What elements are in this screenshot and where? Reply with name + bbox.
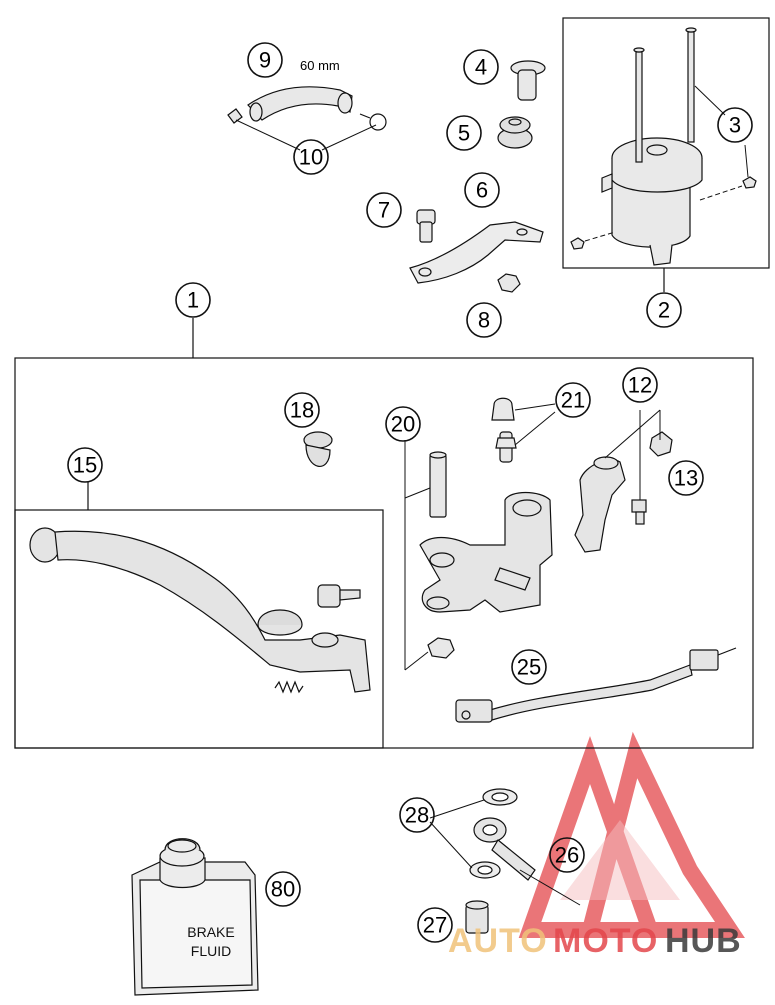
bracket-part-6 [409,221,544,284]
callout-18: 18 [290,398,314,423]
bolt-part-7 [416,209,436,243]
callout-1: 1 [187,288,199,313]
can-label-line2: FLUID [191,943,231,959]
bleeder-part-21 [491,397,517,463]
reservoir-part [601,137,703,266]
callout-80: 80 [271,877,295,902]
callout-6: 6 [476,178,488,203]
watermark-text-hub: HUB [665,922,742,960]
grommet-part-5 [497,116,533,149]
callout-10: 10 [299,145,323,170]
callout-15: 15 [73,453,97,478]
callout-7: 7 [378,198,390,223]
callout-12: 12 [628,373,652,398]
pin-part-20 [429,451,447,518]
nut-part-8 [497,273,521,293]
watermark-text-auto: AUTO [448,922,548,960]
washer-parts-28 [469,788,518,879]
callout-25: 25 [517,655,541,680]
callout-9: 9 [259,48,271,73]
callout-13: 13 [674,466,698,491]
callout-28: 28 [405,803,429,828]
callout-21: 21 [561,388,585,413]
callout-3: 3 [729,113,741,138]
watermark-logo [518,731,745,938]
master-cylinder-body [419,491,553,613]
clamp-part [574,431,673,553]
cap-part-18 [303,431,333,468]
reservoir-frame-2 [562,17,770,269]
callout-5: 5 [458,121,470,146]
brake-fluid-can [131,838,259,996]
callout-8: 8 [478,308,490,333]
callout-2: 2 [658,298,670,323]
callout-27: 27 [423,913,447,938]
watermark-text-moto: MOTO [553,922,658,960]
nut-part-20b [427,637,455,659]
hose-length-note: 60 mm [300,58,340,73]
banjo-bolt-part-27 [465,900,489,934]
lever-part-15 [29,527,371,693]
callout-group [67,42,753,943]
sensor-cable-part-25 [455,647,737,723]
screw-part-4 [510,60,546,101]
banjo-part-26 [473,817,536,881]
can-label-line1: BRAKE [187,924,234,940]
reservoir-screws-3 [570,27,757,250]
lever-subframe-15 [14,509,384,749]
callout-4: 4 [475,55,487,80]
callout-20: 20 [391,412,415,437]
spring-part [274,680,304,694]
hose-part [227,86,387,131]
callout-26: 26 [555,843,579,868]
